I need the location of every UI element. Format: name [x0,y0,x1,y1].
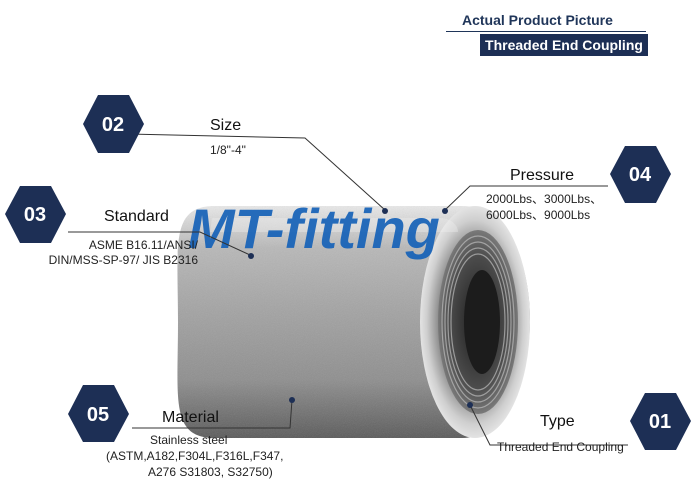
badge-02: 02 [83,95,144,153]
type-value: Threaded End Coupling [497,440,624,454]
leader-dot-material [289,397,295,403]
material-line-2: (ASTM,A182,F304L,F316L,F347, [106,449,284,463]
leader-dot-type [467,402,473,408]
badge-03-number: 03 [24,204,46,226]
leader-dot-size [382,208,388,214]
pressure-line-2: 6000Lbs、9000Lbs [486,208,591,222]
leader-dot-pressure [442,208,448,214]
badge-02-number: 02 [102,114,124,136]
header-rule [446,31,646,32]
leader-dot-standard [248,253,254,259]
header-top-label: Actual Product Picture [462,12,613,28]
standard-line-1: ASME B16.11/ANSI/ [88,238,198,252]
badge-04: 04 [610,146,671,203]
standard-title: Standard [104,208,169,225]
badge-05: 05 [68,385,129,442]
material-line-1: Stainless steel [150,433,228,447]
badge-01: 01 [630,393,691,450]
pressure-line-1: 2000Lbs、3000Lbs、 [486,192,603,206]
standard-line-2: DIN/MSS-SP-97/ JIS B2316 [48,253,198,267]
badge-01-number: 01 [649,411,671,433]
watermark-logo: MT-fitting [188,197,440,260]
coupling-body [177,206,530,438]
size-value: 1/8"-4" [210,143,246,157]
header-badge: Threaded End Coupling [480,34,648,56]
badge-05-number: 05 [87,404,109,426]
material-line-3: A276 S31803, S32750) [148,465,273,479]
badge-03: 03 [5,186,66,243]
type-title: Type [540,413,575,430]
size-title: Size [210,117,242,134]
leader-lines [68,133,628,446]
pressure-title: Pressure [510,167,575,184]
badge-04-number: 04 [629,164,652,186]
material-title: Material [162,409,219,426]
